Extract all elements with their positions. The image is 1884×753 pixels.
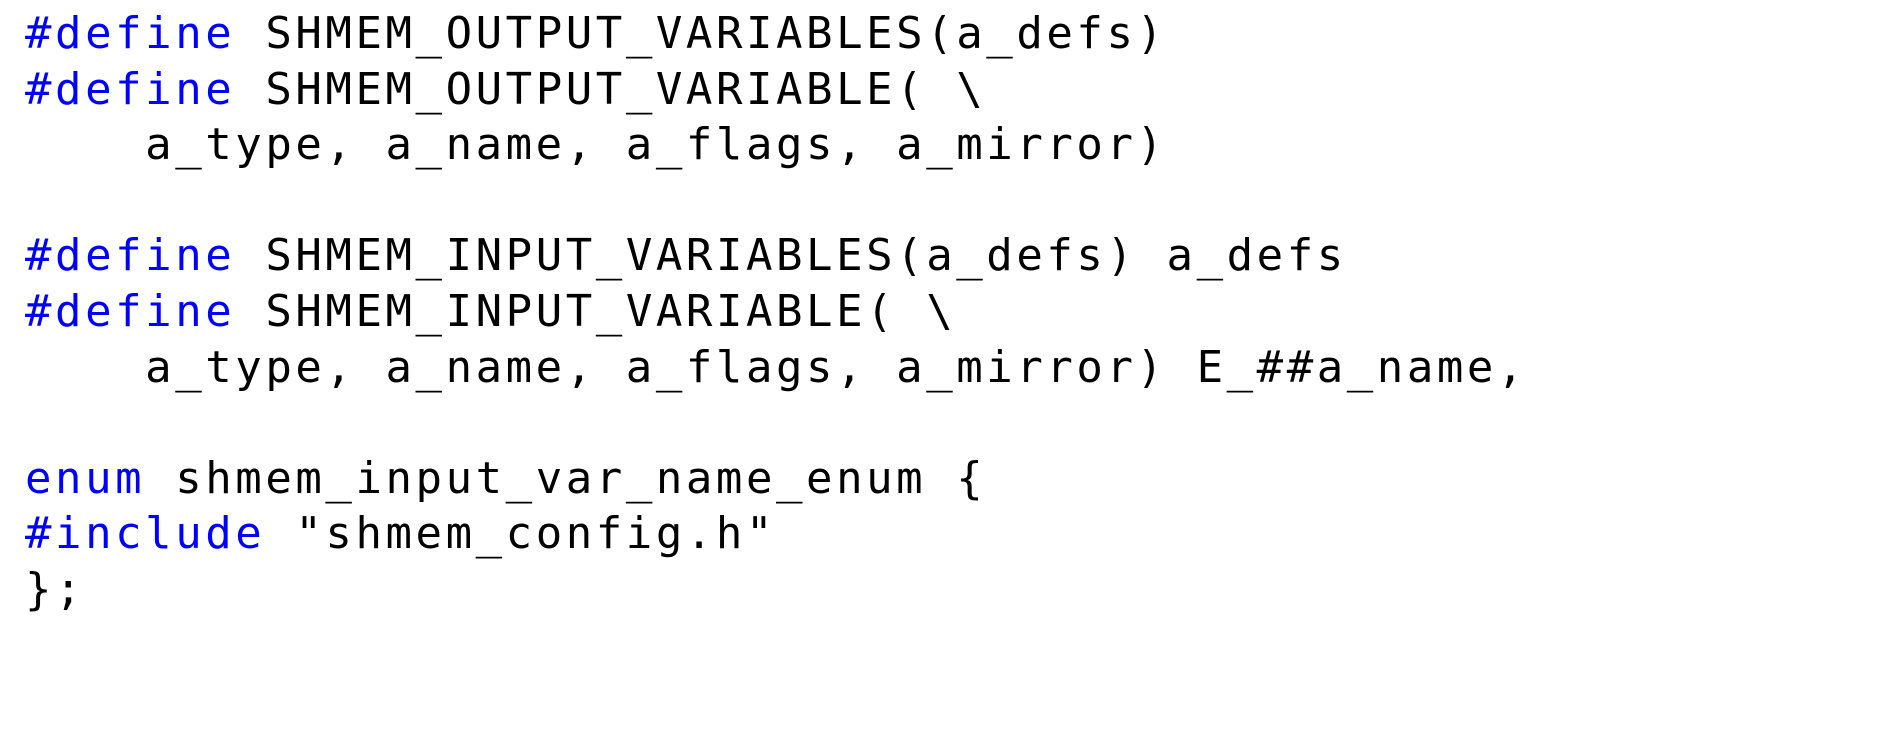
code-keyword: #define — [25, 285, 236, 337]
code-line: #define SHMEM_OUTPUT_VARIABLES(a_defs) — [25, 6, 1527, 62]
code-keyword: #include — [25, 508, 266, 560]
code-line: enum shmem_input_var_name_enum { — [25, 451, 1527, 507]
code-line: a_type, a_name, a_flags, a_mirror) E_##a… — [25, 340, 1527, 396]
code-text: SHMEM_INPUT_VARIABLE( \ — [235, 285, 957, 337]
code-text: SHMEM_OUTPUT_VARIABLES(a_defs) — [235, 8, 1167, 59]
code-line: #define SHMEM_OUTPUT_VARIABLE( \ — [25, 62, 1527, 118]
code-block: #define SHMEM_OUTPUT_VARIABLES(a_defs) #… — [25, 6, 1527, 618]
code-keyword: #define — [25, 8, 236, 59]
code-line: #define SHMEM_INPUT_VARIABLES(a_defs) a_… — [25, 228, 1527, 284]
code-line: }; — [25, 562, 1527, 618]
code-keyword: enum — [25, 452, 146, 504]
code-text: SHMEM_OUTPUT_VARIABLE( \ — [235, 63, 987, 115]
code-text: }; — [25, 563, 86, 615]
code-text: "shmem_config.h" — [265, 508, 777, 560]
code-text: shmem_input_var_name_enum { — [145, 452, 987, 504]
code-line-blank — [25, 395, 1527, 451]
code-keyword: #define — [25, 230, 236, 282]
code-line: #define SHMEM_INPUT_VARIABLE( \ — [25, 284, 1527, 340]
code-line: #include "shmem_config.h" — [25, 506, 1527, 562]
code-line-blank — [25, 173, 1527, 229]
code-text: SHMEM_INPUT_VARIABLES(a_defs) a_defs — [235, 230, 1347, 282]
code-text: a_type, a_name, a_flags, a_mirror) — [25, 119, 1167, 171]
code-keyword: #define — [25, 63, 236, 115]
code-line: a_type, a_name, a_flags, a_mirror) — [25, 117, 1527, 173]
code-text: a_type, a_name, a_flags, a_mirror) E_##a… — [25, 341, 1528, 393]
